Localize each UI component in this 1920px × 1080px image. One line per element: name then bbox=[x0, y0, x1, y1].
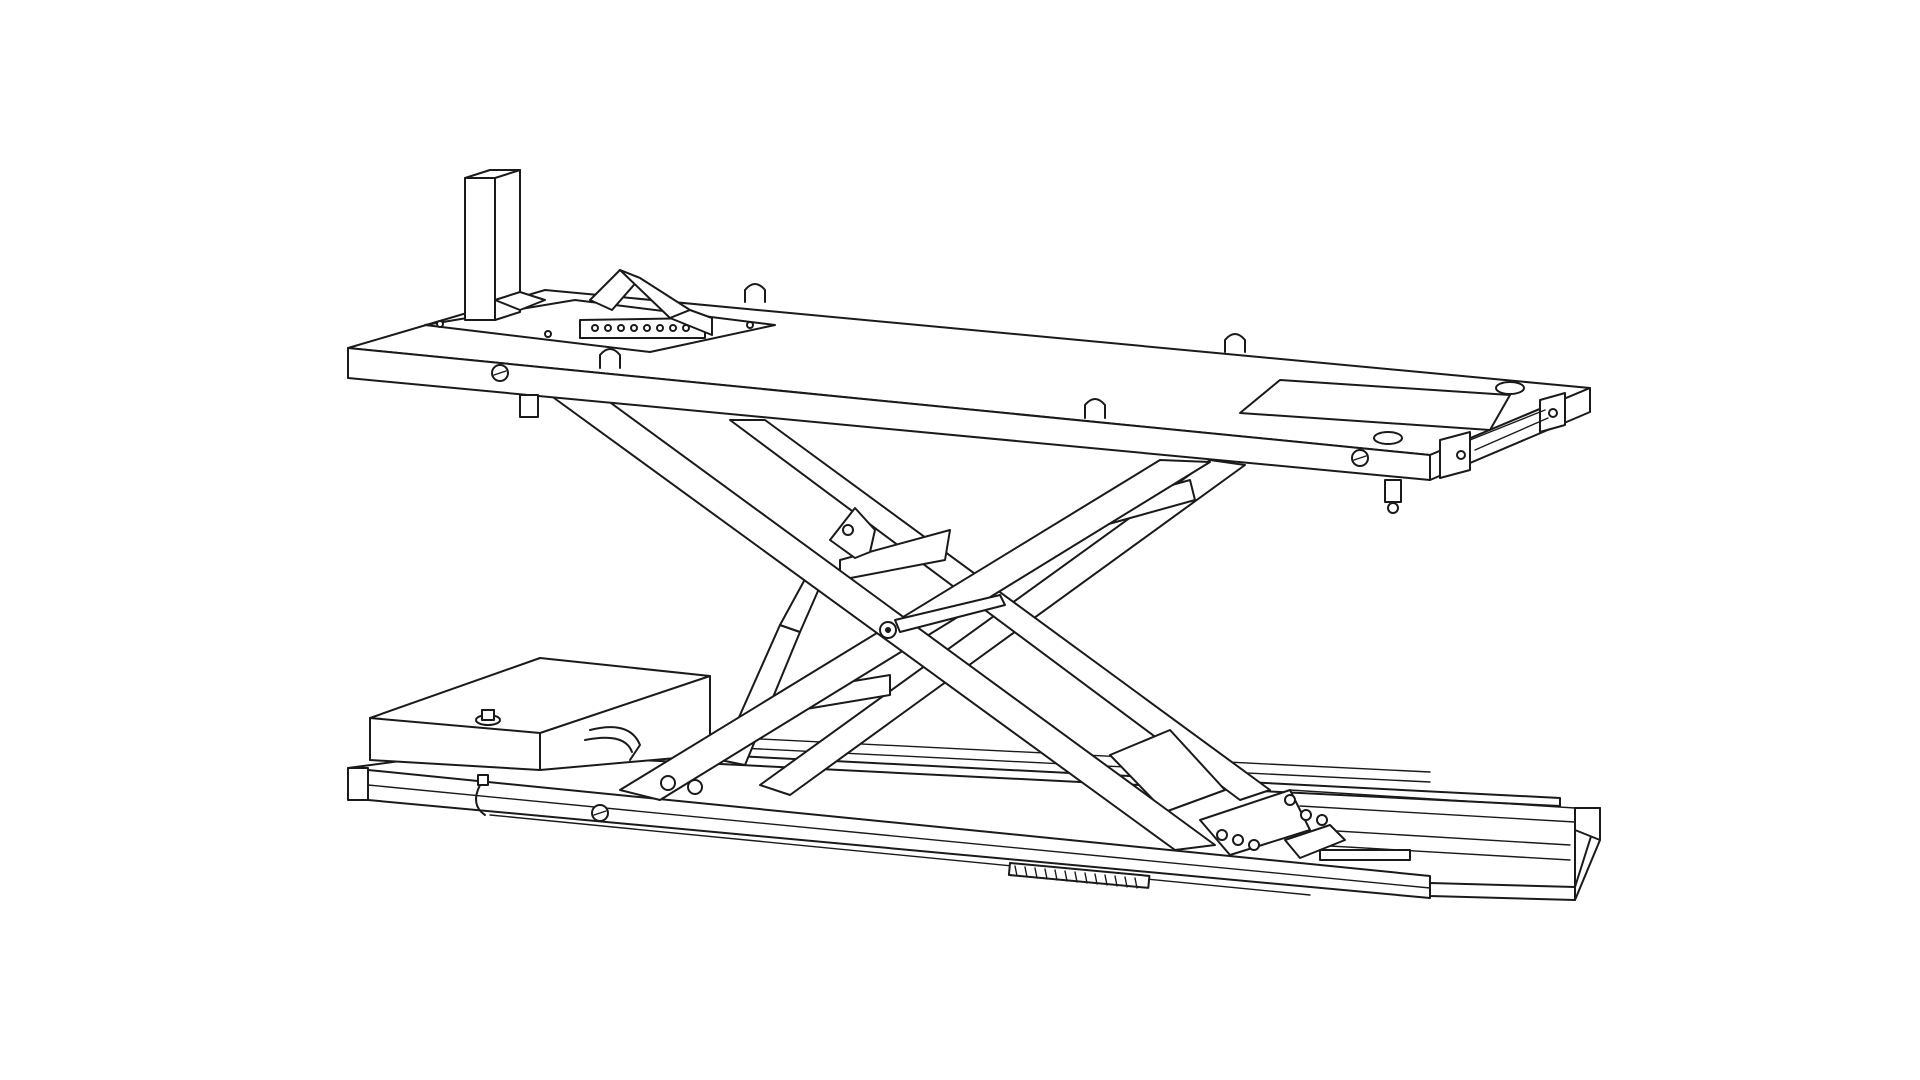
scissor-mechanism bbox=[549, 394, 1411, 861]
base-frame bbox=[347, 737, 1601, 901]
release-rod bbox=[1319, 849, 1411, 861]
base-inner-rail-4 bbox=[1329, 845, 1571, 861]
ratchet-pivot bbox=[842, 524, 854, 536]
clamp-base-bolt-1 bbox=[436, 320, 444, 328]
front-stop-post bbox=[464, 177, 496, 321]
power-box-cap-neck bbox=[481, 709, 495, 721]
hose-line-inner bbox=[584, 736, 633, 753]
extension-rail bbox=[1469, 409, 1546, 441]
tie-down-loop-2 bbox=[1224, 333, 1246, 353]
clamp-base-bolt-3 bbox=[746, 321, 754, 329]
tie-down-loop-3 bbox=[599, 348, 621, 369]
lower-slide-bolts bbox=[1216, 794, 1328, 851]
release-lever bbox=[1284, 824, 1346, 859]
scissor-pivot-rod bbox=[894, 594, 1006, 633]
base-front-rail-edge bbox=[367, 784, 1431, 889]
lower-slide-block bbox=[1199, 789, 1311, 856]
wheel-clamp-assembly bbox=[424, 169, 776, 353]
platform-leg-right bbox=[1384, 479, 1402, 503]
base-right-end-cap bbox=[1574, 807, 1601, 841]
base-spring-coils bbox=[1014, 865, 1138, 889]
base-screw-slot bbox=[593, 810, 607, 816]
scissor-center-pivot-dot bbox=[885, 627, 891, 633]
base-inner-rail-3 bbox=[1319, 829, 1571, 846]
front-stop-post-top bbox=[464, 169, 521, 179]
extension-bracket-1 bbox=[1439, 431, 1471, 479]
platform-pad-front bbox=[1373, 431, 1403, 445]
tie-down-loop-4 bbox=[1084, 398, 1106, 419]
scissor-arm-rear-a bbox=[759, 459, 1246, 796]
platform-pad-right bbox=[1495, 381, 1525, 395]
lower-roller-2 bbox=[687, 779, 703, 795]
power-unit-box bbox=[369, 657, 711, 771]
base-tube-clamp bbox=[477, 774, 489, 786]
tie-down-loop-1 bbox=[744, 283, 766, 303]
clamp-adjust-holes bbox=[591, 324, 690, 332]
platform-leg-left bbox=[519, 394, 539, 418]
clamp-chock-right bbox=[669, 309, 713, 336]
front-stop-foot bbox=[494, 291, 546, 311]
scissor-arm-rear-b bbox=[729, 419, 1271, 801]
extension-bolt-1 bbox=[1456, 450, 1466, 460]
base-spring bbox=[1007, 862, 1151, 889]
base-inner-rail-1 bbox=[1289, 789, 1576, 809]
front-stop-post-side bbox=[494, 169, 521, 321]
base-tube bbox=[475, 784, 486, 816]
hose-line bbox=[589, 726, 641, 761]
platform-screw-left-slot bbox=[493, 370, 507, 376]
clamp-base-bolt-2 bbox=[544, 330, 552, 338]
base-front-skirt bbox=[489, 814, 1311, 896]
lower-roller-1 bbox=[660, 775, 676, 791]
extension-rail-lower bbox=[1474, 417, 1549, 451]
platform-screw-right-slot bbox=[1353, 455, 1367, 461]
clamp-adjust-plate bbox=[579, 317, 706, 339]
platform-leg-right-foot bbox=[1387, 502, 1399, 514]
base-left-end-cap bbox=[347, 767, 369, 801]
lower-cross-brace bbox=[1109, 729, 1226, 813]
base-inner-rail-2 bbox=[1299, 805, 1576, 823]
extension-bolt-2 bbox=[1548, 408, 1558, 418]
base-front-rail bbox=[367, 769, 1431, 899]
